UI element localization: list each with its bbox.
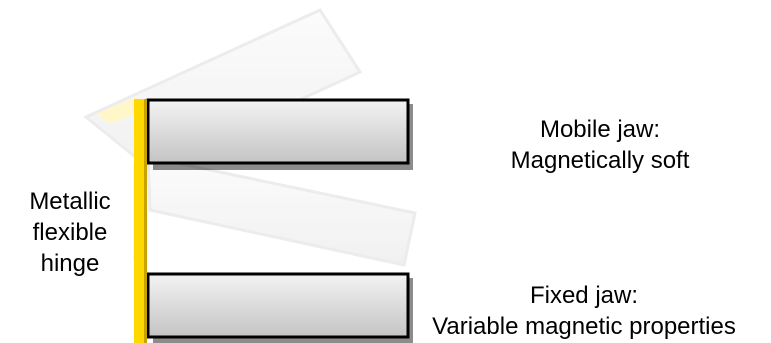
mobile-jaw-label-line-2: Magnetically soft [510,147,690,174]
mobile-jaw-label: Mobile jaw: Magnetically soft [470,114,730,176]
hinge-label-line-2: flexible [32,219,108,246]
hinge-label-line-3: hinge [40,250,100,277]
hinge-label: Metallic flexible hinge [0,186,140,279]
ghost-intermediate-mobile-jaw [133,155,417,267]
fixed-jaw-label: Fixed jaw: Variable magnetic properties [402,280,766,342]
mobile-jaw [146,98,413,170]
flexible-hinge [134,99,147,343]
fixed-jaw-label-line-2: Variable magnetic properties [432,313,736,340]
fixed-jaw-label-line-1: Fixed jaw: [529,282,639,309]
hinge-label-line-1: Metallic [29,188,111,215]
fixed-jaw [146,272,413,343]
mobile-jaw-label-line-1: Mobile jaw: [539,116,661,143]
